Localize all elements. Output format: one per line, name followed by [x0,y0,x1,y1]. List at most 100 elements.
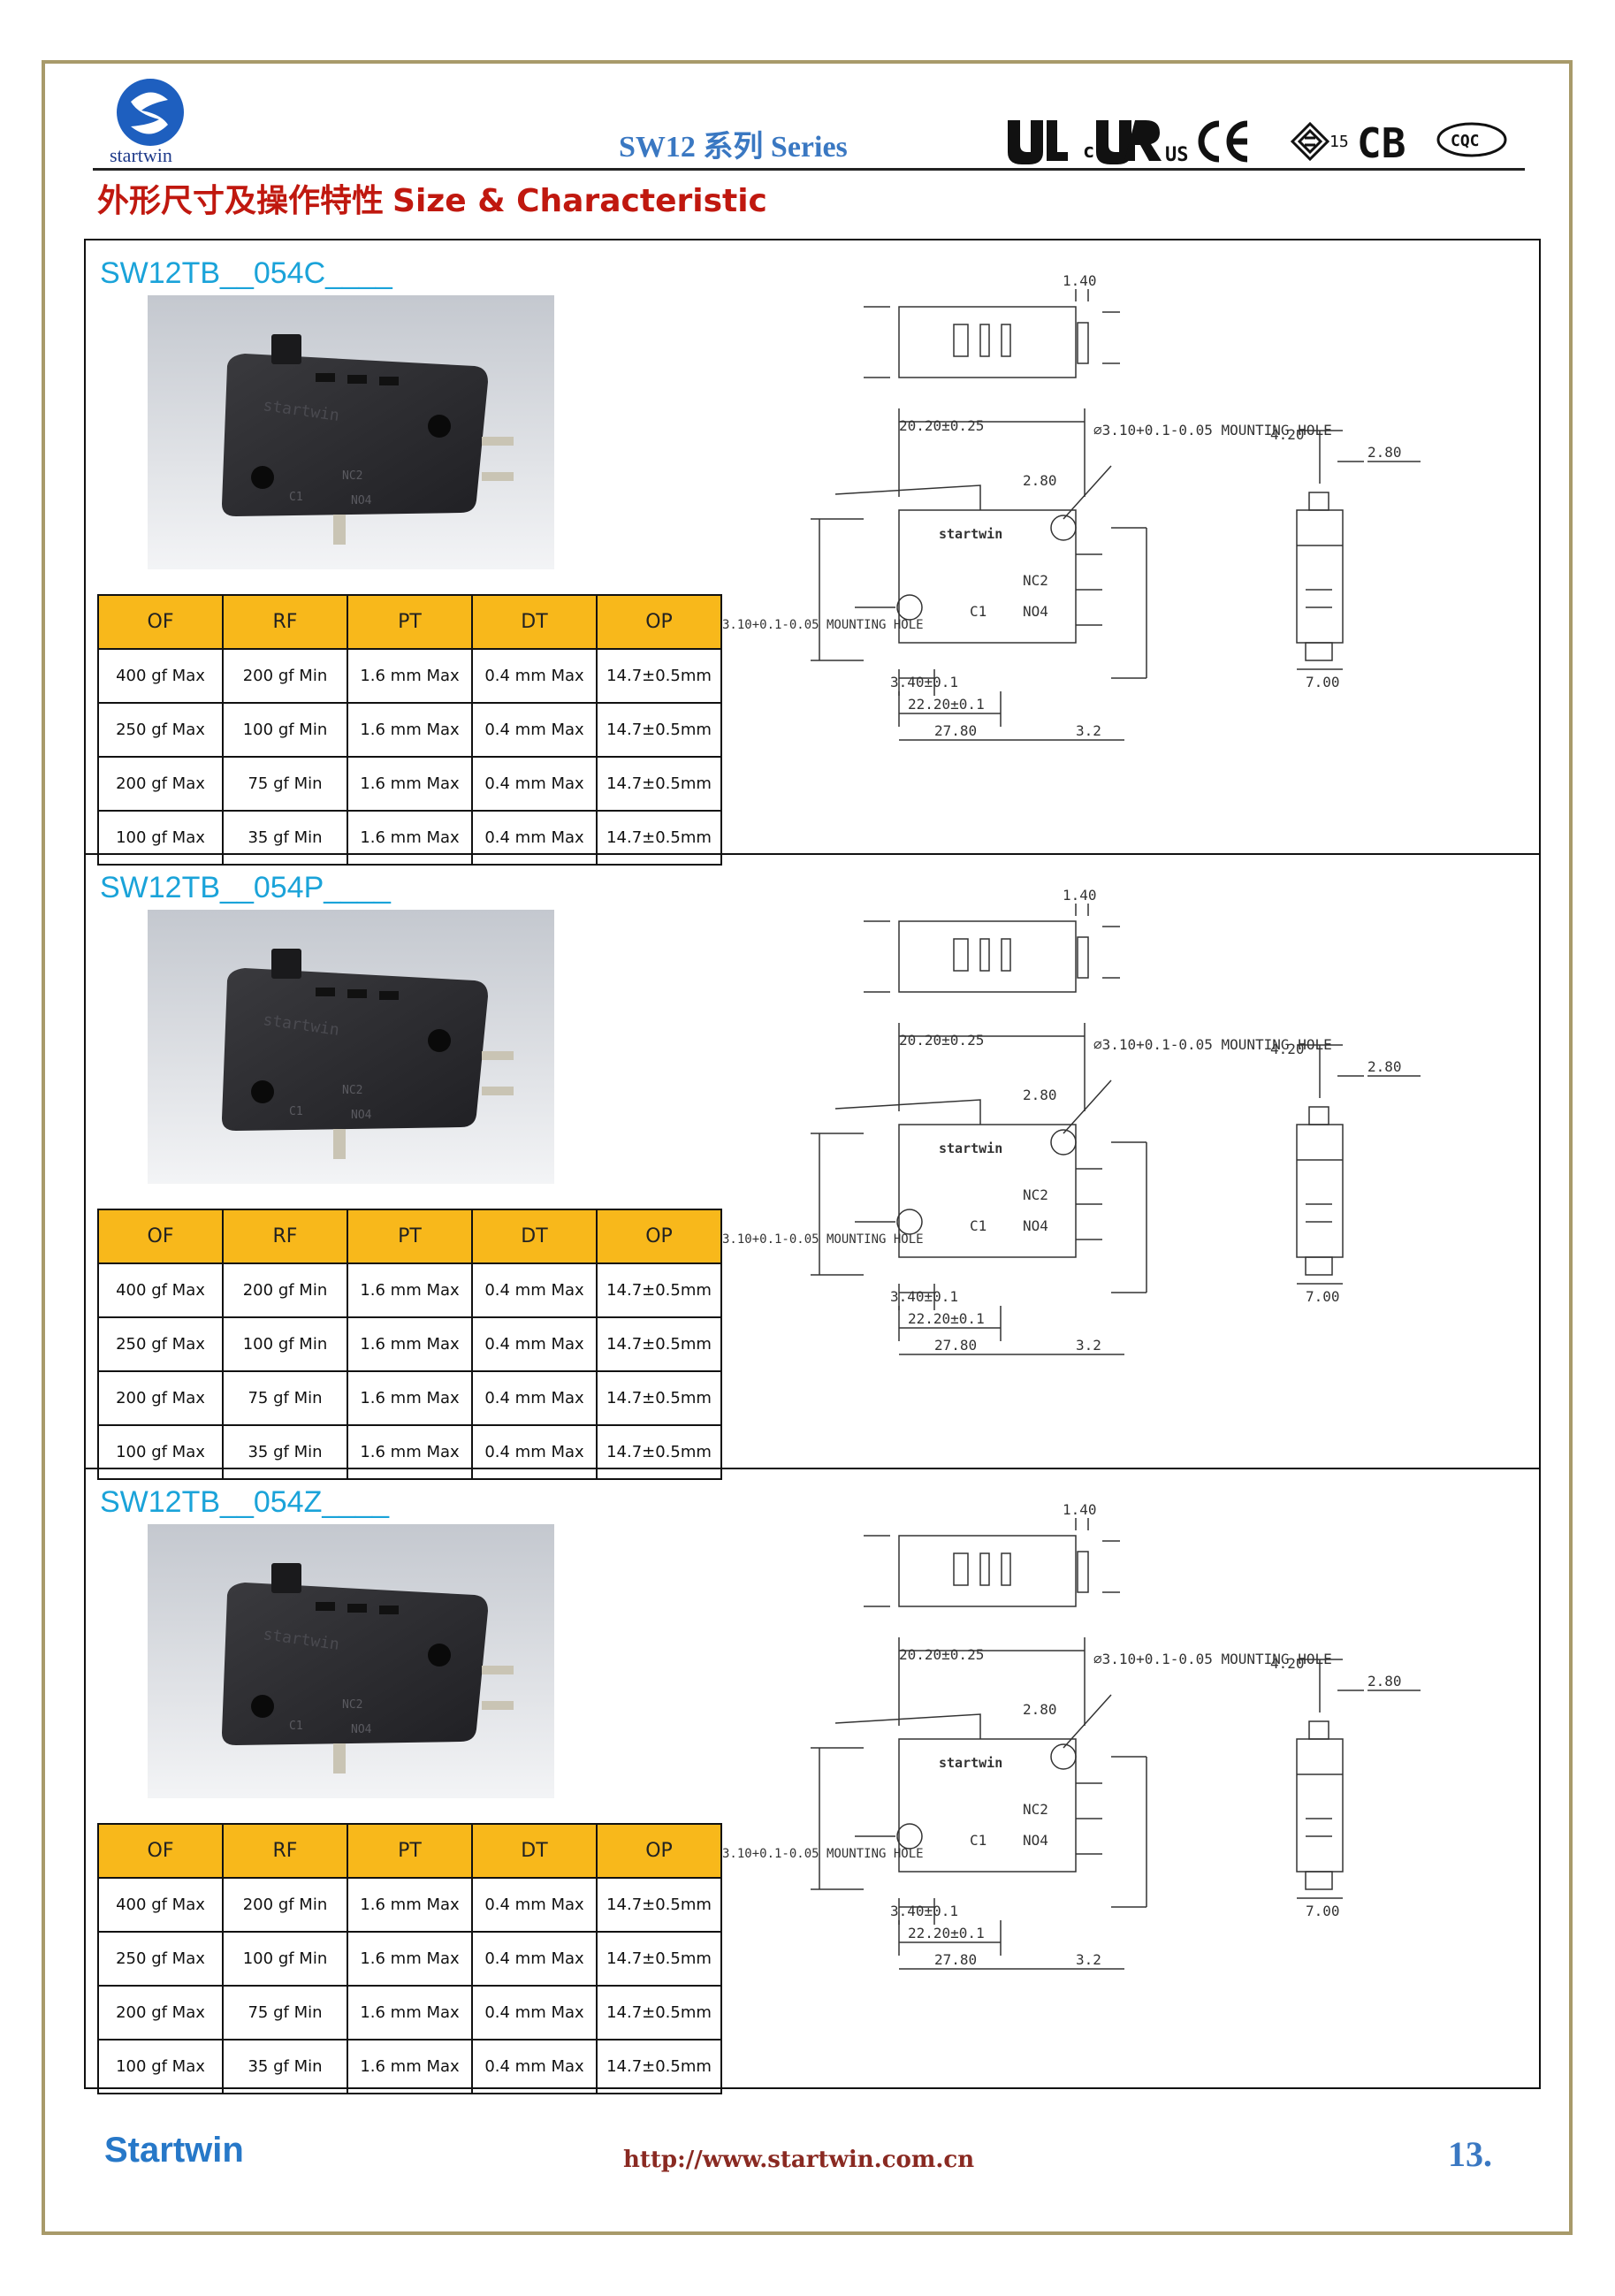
dimension-drawing: 1.40 20.20±0.25 ∅3.10+0.1-0.05 MOUNTING … [722,1501,1421,1970]
table-cell: 400 gf Max [97,1877,224,1933]
table-cell: 1.6 mm Max [347,702,473,758]
table-cell: 14.7±0.5mm [596,1877,722,1933]
dim-3-2: 3.2 [1076,1337,1101,1354]
model-name: SW12TB__054C____ [100,256,392,290]
col-header-op: OP [596,1209,722,1264]
dim-hole-left: 3.10+0.1-0.05 MOUNTING HOLE [722,618,924,632]
table-cell: 14.7±0.5mm [596,702,722,758]
table-cell: 1.6 mm Max [347,648,473,704]
table-cell: 1.6 mm Max [347,1370,473,1426]
label-nc2: NC2 [1023,572,1048,589]
cb-mark-icon: CB [1357,119,1406,166]
logo-text: startwin [110,144,172,166]
dim-20-20: 20.20±0.25 [899,417,984,434]
dim-hole-top: ∅3.10+0.1-0.05 MOUNTING HOLE [1093,422,1332,439]
col-header-rf: RF [222,1209,348,1264]
table-cell: 14.7±0.5mm [596,1370,722,1426]
table-cell: 100 gf Max [97,1424,224,1480]
table-cell: 35 gf Min [222,1424,348,1480]
dim-3-40: 3.40±0.1 [890,674,958,690]
table-cell: 14.7±0.5mm [596,1985,722,2040]
cqc-mark-icon: CQC [1436,122,1507,157]
col-header-pt: PT [347,1823,473,1879]
table-cell: 1.6 mm Max [347,756,473,812]
svg-text:NO4: NO4 [351,494,372,507]
table-cell: 14.7±0.5mm [596,810,722,866]
table-cell: 14.7±0.5mm [596,1931,722,1987]
page-frame [42,60,1573,2235]
footer-brand: Startwin [104,2131,244,2170]
footer-url[interactable]: http://www.startwin.com.cn [623,2147,975,2173]
switch-photo: startwin NC2 C1 NO4 [148,910,554,1184]
col-header-pt: PT [347,594,473,650]
table-cell: 0.4 mm Max [471,1931,598,1987]
table-cell: 0.4 mm Max [471,1424,598,1480]
table-cell: 0.4 mm Max [471,1877,598,1933]
table-cell: 75 gf Min [222,1985,348,2040]
dim-22-20: 22.20±0.1 [908,696,985,713]
dim-2-80: 2.80 [1023,472,1057,489]
dim-2-80-right: 2.80 [1367,1673,1402,1690]
ce-mark-icon [1198,120,1248,163]
dim-22-20: 22.20±0.1 [908,1310,985,1327]
table-cell: 400 gf Max [97,1262,224,1318]
series-title: SW12 系列 Series [619,131,848,164]
dim-3-2: 3.2 [1076,1951,1101,1968]
dim-3-40: 3.40±0.1 [890,1903,958,1919]
svg-text:C1: C1 [289,491,303,504]
dim-22-20: 22.20±0.1 [908,1925,985,1941]
dim-1-40: 1.40 [1063,272,1097,289]
col-header-dt: DT [471,1823,598,1879]
table-cell: 100 gf Min [222,702,348,758]
table-cell: 250 gf Max [97,702,224,758]
dim-hole-left: 3.10+0.1-0.05 MOUNTING HOLE [722,1232,924,1247]
ur-mark-icon [1096,120,1162,164]
table-cell: 14.7±0.5mm [596,1262,722,1318]
model-name: SW12TB__054P____ [100,871,391,904]
label-no4: NO4 [1023,1217,1048,1234]
table-cell: 14.7±0.5mm [596,2039,722,2094]
col-header-rf: RF [222,1823,348,1879]
section-title-en: Size & Characteristic [392,183,767,219]
table-cell: 250 gf Max [97,1316,224,1372]
dimension-drawing: 1.40 20.20±0.25 ∅3.10+0.1-0.05 MOUNTING … [722,272,1421,741]
table-cell: 200 gf Max [97,1370,224,1426]
col-header-op: OP [596,594,722,650]
table-cell: 200 gf Max [97,756,224,812]
certification-marks: c US 15 CB CQC [1008,119,1507,166]
model-panel-1: SW12TB__054C____ startwin NC2 C1 NO4 [84,239,1541,866]
dim-2-80: 2.80 [1023,1087,1057,1103]
table-cell: 0.4 mm Max [471,1262,598,1318]
col-header-dt: DT [471,594,598,650]
table-cell: 0.4 mm Max [471,1985,598,2040]
section-title-cn: 外形尺寸及操作特性 [97,182,385,218]
dim-27-80: 27.80 [934,722,977,739]
col-header-pt: PT [347,1209,473,1264]
model-panel-2: SW12TB__054P____ startwin NC2 C1 NO4 [84,853,1541,1480]
header-divider [93,168,1525,171]
c-letter: c [1083,141,1094,163]
label-nc2: NC2 [1023,1801,1048,1818]
dim-2-80-right: 2.80 [1367,444,1402,461]
table-cell: 100 gf Min [222,1931,348,1987]
dim-hole-top: ∅3.10+0.1-0.05 MOUNTING HOLE [1093,1651,1332,1667]
table-cell: 14.7±0.5mm [596,1316,722,1372]
table-cell: 400 gf Max [97,648,224,704]
label-nc2: NC2 [1023,1186,1048,1203]
table-cell: 35 gf Min [222,810,348,866]
svg-text:15: 15 [1329,133,1349,151]
svg-text:NO4: NO4 [351,1109,372,1122]
dim-27-80: 27.80 [934,1337,977,1354]
drawing-brand: startwin [939,526,1002,542]
table-cell: 1.6 mm Max [347,810,473,866]
